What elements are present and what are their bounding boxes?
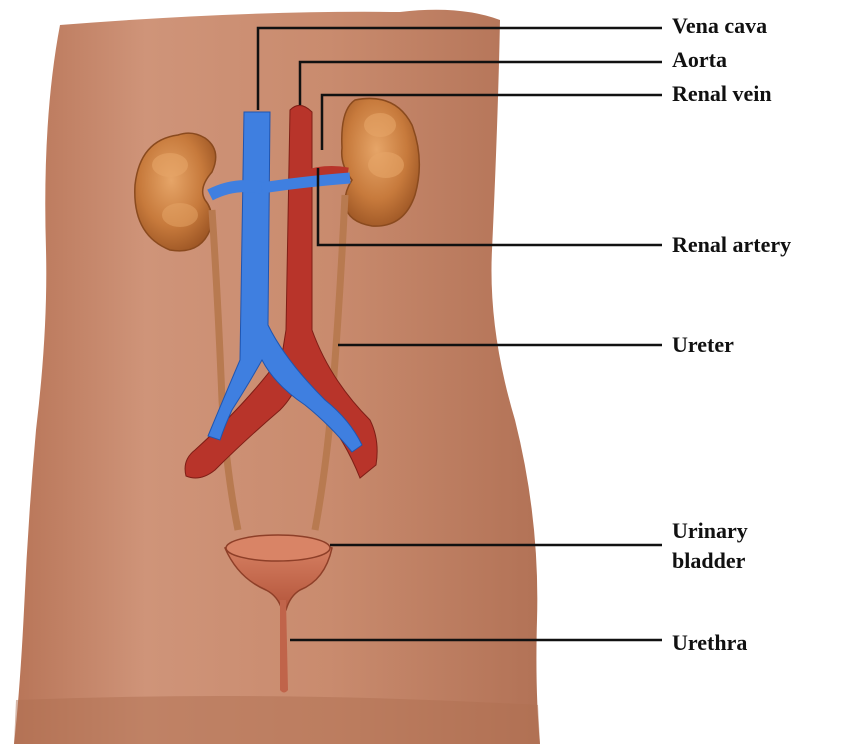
label-renal-artery: Renal artery	[672, 232, 791, 258]
label-vena-cava: Vena cava	[672, 13, 767, 39]
label-urethra: Urethra	[672, 630, 747, 656]
label-renal-vein: Renal vein	[672, 81, 772, 107]
label-aorta: Aorta	[672, 47, 727, 73]
right-kidney	[342, 98, 420, 226]
label-ureter: Ureter	[672, 332, 734, 358]
label-urinary-bladder-line2: bladder	[672, 548, 745, 574]
label-urinary-bladder-line1: Urinary	[672, 518, 748, 544]
torso-bottom-shadow	[14, 696, 540, 744]
